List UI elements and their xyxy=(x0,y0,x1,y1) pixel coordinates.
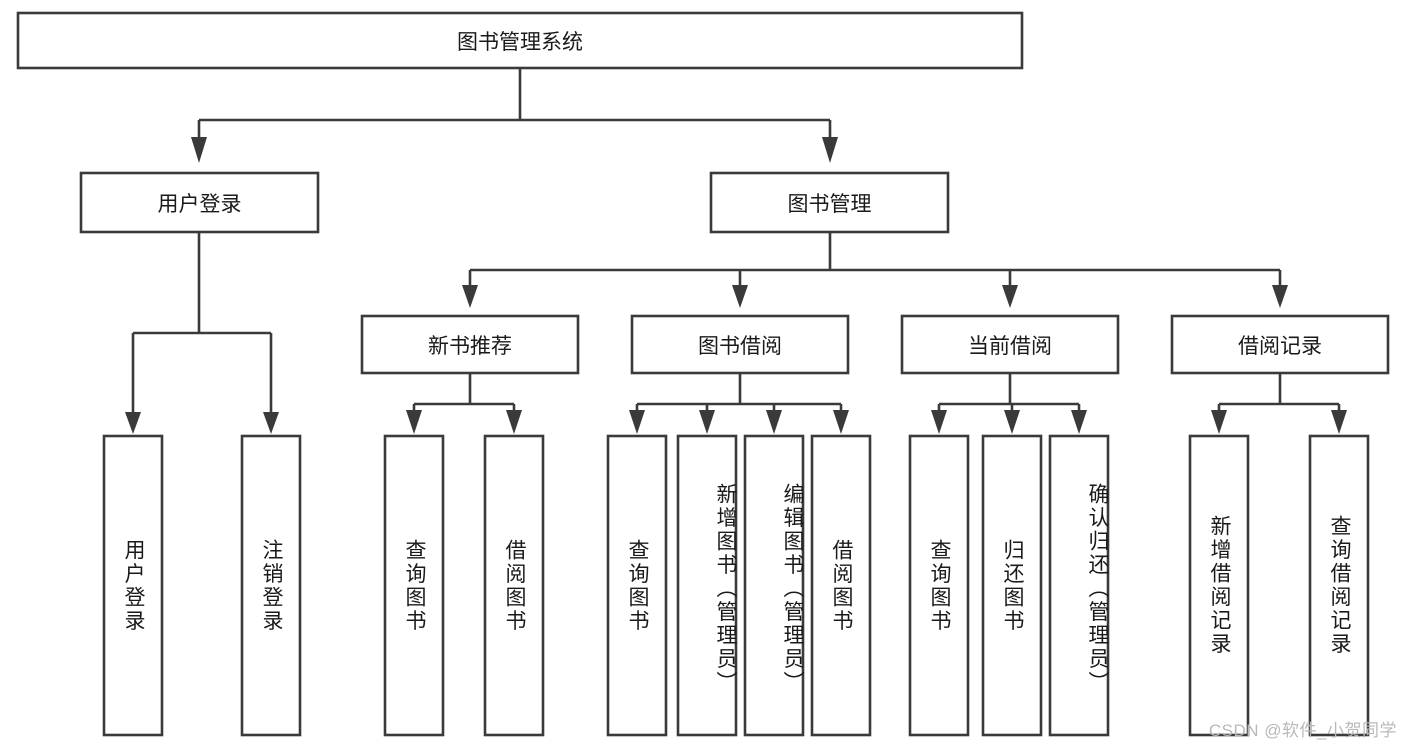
node-leaf-add-book-admin[interactable] xyxy=(676,434,738,737)
arrow-head-book-borrow xyxy=(732,285,748,308)
arrow-head-book-mgmt xyxy=(822,137,838,163)
csdn-watermark: CSDN @软件_小贺同学 xyxy=(1208,721,1397,740)
arrow-head-cb-query xyxy=(931,410,947,434)
node-root-book-management-system[interactable] xyxy=(16,11,1024,70)
edges-bookborrow-to-leaves xyxy=(629,373,849,434)
node-leaf-user-login[interactable] xyxy=(102,434,164,737)
edges-borrowrecord-to-leaves xyxy=(1211,373,1347,434)
node-leaf-borrow-book-recommend[interactable] xyxy=(483,434,545,737)
edges-currentborrow-to-leaves xyxy=(931,373,1087,434)
arrow-head-bb-add xyxy=(699,410,715,434)
node-new-book-recommend[interactable] xyxy=(360,314,580,375)
node-leaf-return-book[interactable] xyxy=(981,434,1043,737)
node-user-login[interactable] xyxy=(79,171,320,234)
node-leaf-query-book-borrow[interactable] xyxy=(606,434,668,737)
node-borrow-record[interactable] xyxy=(1170,314,1390,375)
arrow-head-leaf-user-login xyxy=(125,412,141,434)
edges-newbook-to-leaves xyxy=(406,373,522,434)
node-leaf-add-borrow-record[interactable] xyxy=(1188,434,1250,737)
arrow-head-bb-edit xyxy=(766,410,782,434)
arrow-head-borrow-record xyxy=(1272,285,1288,308)
node-leaf-query-borrow-record[interactable] xyxy=(1308,434,1370,737)
node-book-management[interactable] xyxy=(709,171,950,234)
arrow-head-cb-confirm xyxy=(1071,410,1087,434)
node-book-borrow[interactable] xyxy=(630,314,850,375)
arrow-head-br-query xyxy=(1331,410,1347,434)
node-leaf-borrow-book[interactable] xyxy=(810,434,872,737)
node-leaf-confirm-return-admin[interactable] xyxy=(1048,434,1110,737)
edges-root-to-level2 xyxy=(191,68,838,163)
edges-bookmgmt-to-level3 xyxy=(462,232,1288,308)
arrow-head-current-borrow xyxy=(1002,285,1018,308)
arrow-head-leaf-logout xyxy=(263,412,279,434)
arrow-head-newbook-query xyxy=(406,410,422,434)
node-leaf-edit-book-admin[interactable] xyxy=(743,434,805,737)
node-current-borrow[interactable] xyxy=(900,314,1120,375)
arrow-head-new-book xyxy=(462,285,478,308)
edges-userlogin-to-leaves xyxy=(125,232,279,434)
node-leaf-query-book-recommend[interactable] xyxy=(383,434,445,737)
arrow-head-br-add xyxy=(1211,410,1227,434)
arrow-head-bb-borrow xyxy=(833,410,849,434)
arrow-head-cb-return xyxy=(1004,410,1020,434)
node-leaf-query-book-current[interactable] xyxy=(908,434,970,737)
node-leaf-logout[interactable] xyxy=(240,434,302,737)
arrow-head-user-login xyxy=(191,137,207,163)
arrow-head-bb-query xyxy=(629,410,645,434)
arrow-head-newbook-borrow xyxy=(506,410,522,434)
